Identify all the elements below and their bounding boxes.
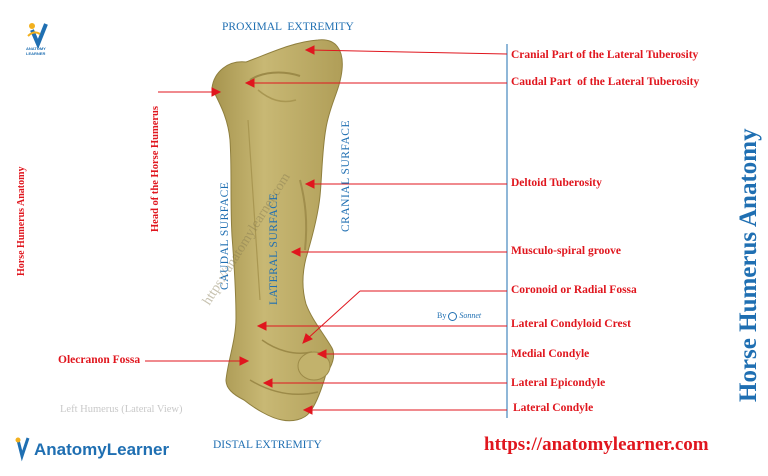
label-musculo-spiral-groove: Musculo-spiral groove [511,245,621,257]
distal-extremity-label: DISTAL EXTREMITY [213,439,322,451]
label-lateral-condyloid-crest: Lateral Condyloid Crest [511,318,631,330]
site-url[interactable]: https://anatomylearner.com [484,434,709,455]
logo-bottom-icon [15,437,30,462]
byline-brand: Sonnet [459,311,482,320]
logo-top: ANATOMY LEARNER [26,20,56,60]
label-cranial-lateral-tuberosity: Cranial Part of the Lateral Tuberosity [511,49,699,61]
cranial-surface-label: CRANIAL SURFACE [340,120,352,232]
label-coronoid-fossa: Coronoid or Radial Fossa [511,284,637,296]
byline: By Sonnet [437,311,481,321]
sonnet-icon [448,311,458,321]
label-medial-condyle: Medial Condyle [511,348,590,360]
byline-by: By [437,311,447,320]
label-lateral-epicondyle: Lateral Epicondyle [511,377,606,389]
logo-bottom: AnatomyLearner [14,436,169,466]
label-head-of-humerus: Head of the Horse Humerus [150,106,161,232]
label-olecranon-fossa: Olecranon Fossa [58,354,141,366]
logo-top-icon [27,23,48,50]
label-deltoid-tuberosity: Deltoid Tuberosity [511,177,602,189]
view-caption: Left Humerus (Lateral View) [60,404,183,415]
logo-bottom-text: AnatomyLearner [34,440,170,459]
proximal-extremity-label: PROXIMAL EXTREMITY [222,21,354,33]
label-lateral-condyle: Lateral Condyle [513,402,594,414]
logo-top-text: ANATOMY LEARNER [26,46,46,56]
caudal-surface-label: CAUDAL SURFACE [219,181,231,290]
lateral-surface-label: LATERAL SURFACE [268,193,280,305]
label-caudal-lateral-tuberosity: Caudal Part of the Lateral Tuberosity [511,76,700,88]
